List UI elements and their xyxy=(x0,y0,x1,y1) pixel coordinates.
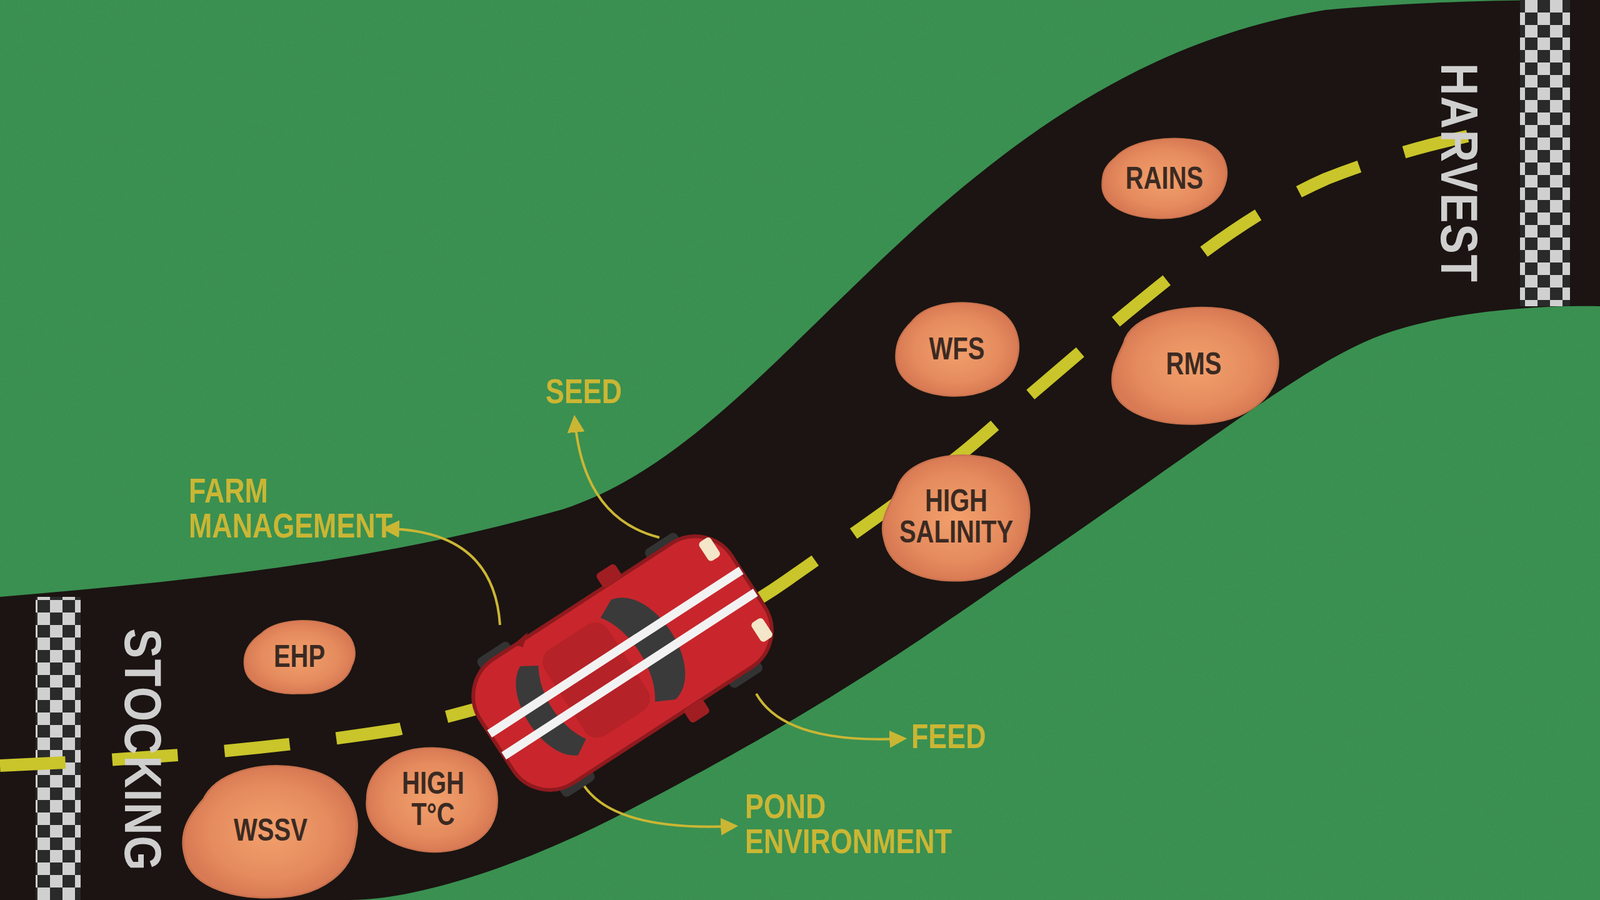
hazard-label: RMS xyxy=(1138,348,1249,380)
hazard-label: EHP xyxy=(259,640,340,672)
start-label: STOCKING xyxy=(116,628,170,872)
hazard-node: HIGH T°C xyxy=(361,740,505,857)
factor-label: SEED xyxy=(545,373,696,409)
center-line xyxy=(0,127,1510,766)
factor-label: FARM MANAGEMENT xyxy=(188,473,409,544)
leader-line xyxy=(575,421,660,538)
leader-line xyxy=(388,528,500,625)
hazard-label: HIGH SALINITY xyxy=(891,485,1022,548)
car xyxy=(448,506,797,820)
hazard-label: HIGH T°C xyxy=(393,767,474,830)
factor-label: POND ENVIRONMENT xyxy=(745,788,965,859)
finish-label: HARVEST xyxy=(1433,63,1486,284)
hazard-label: RAINS xyxy=(1114,162,1215,194)
hazard-node: WFS xyxy=(890,296,1024,400)
hazard-node: RAINS xyxy=(1096,134,1232,222)
hazard-node: WSSV xyxy=(178,759,363,900)
start-line xyxy=(35,596,81,900)
hazard-node: RMS xyxy=(1106,301,1282,427)
hazard-label: WSSV xyxy=(210,814,331,846)
finish-line xyxy=(1520,0,1570,307)
hazard-node: EHP xyxy=(240,615,359,697)
hazard-label: WFS xyxy=(911,333,1002,365)
leader-line xyxy=(756,693,900,740)
leader-line xyxy=(581,781,732,827)
hazard-node: HIGH SALINITY xyxy=(878,448,1035,584)
factor-label: FEED xyxy=(911,718,1062,754)
